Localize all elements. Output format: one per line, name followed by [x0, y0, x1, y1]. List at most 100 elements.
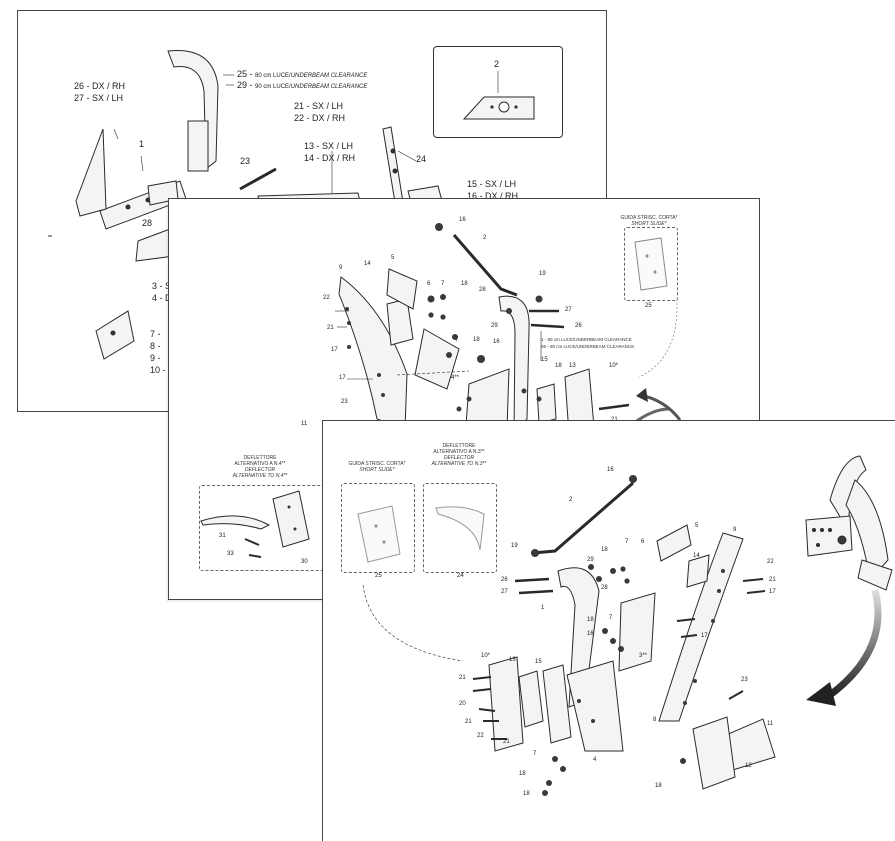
callout-31: 31 — [219, 533, 226, 539]
callout-22b: 22 — [477, 733, 484, 739]
callout-18: 18 — [601, 547, 608, 553]
callout-10: 10 - — [150, 365, 166, 375]
short-slide-number: 25 — [375, 573, 382, 579]
callout-7b: 7 — [609, 615, 613, 621]
mouldboard — [338, 276, 408, 430]
callout-7: 7 — [441, 281, 445, 287]
short-slide-caption: GUIDA STRISC. CORTA*SHORT SLIDE* — [620, 215, 678, 227]
callout-13: 13 - SX / LH — [304, 141, 354, 151]
short-slide-drawing — [634, 237, 668, 291]
callout-30: 30 — [301, 559, 308, 565]
callout-15: 15 — [535, 659, 542, 665]
callout-12: 12 — [745, 763, 752, 769]
callout-1: 1 — [139, 139, 145, 149]
callout-3: 3** — [639, 653, 648, 659]
callout-11: 11 — [767, 721, 774, 727]
short-slide-part — [634, 237, 668, 291]
callout-15: 15 — [541, 357, 548, 363]
callout-17: 17 — [331, 347, 338, 353]
callout-19: 19 — [539, 271, 546, 277]
short-slide-caption: GUIDA STRISC. CORTA*SHORT SLIDE* — [348, 461, 406, 473]
callout-29: 29 - 90 cm LUCE/UNDERBEAM CLEARANCE — [237, 80, 368, 90]
callout-7b: 7 — [455, 337, 459, 343]
adjust-rod — [239, 167, 277, 191]
callout-17: 17 — [769, 589, 776, 595]
callout-16: 16 - DX / RH — [467, 191, 519, 201]
left-share — [75, 128, 107, 217]
callout-10: 10* — [481, 653, 491, 659]
callout-13: 13 — [569, 363, 576, 369]
callout-23: 23 — [741, 677, 748, 683]
plate-13 — [536, 383, 557, 424]
callout-25: 25 - 80 cm LUCE/UNDERBEAM CLEARANCE — [237, 69, 368, 79]
callout-15: 15 - SX / LH — [467, 179, 517, 189]
callout-17b: 17 — [701, 633, 708, 639]
callout-14: 14 - DX / RH — [304, 153, 356, 163]
callout-21d: 21 — [503, 739, 510, 745]
callout-21: 21 — [327, 325, 334, 331]
callout-18d: 18 — [523, 791, 530, 797]
exploded-view-sheet-3: GUIDA STRISC. CORTA*SHORT SLIDE* 25 DEFL… — [322, 420, 895, 841]
callout-3: 3 - S — [152, 281, 172, 291]
plate-30 — [272, 490, 310, 548]
callout-9: 9 — [733, 527, 737, 533]
plate-4 — [414, 328, 460, 390]
callout-9: 9 — [339, 265, 343, 271]
callout-18b: 18 — [473, 337, 480, 343]
callout-7: 7 — [625, 539, 629, 545]
short-slide-inset — [341, 483, 415, 573]
callout-21c: 21 — [465, 719, 472, 725]
plate-15 — [542, 664, 572, 744]
callout-11: 11 — [301, 421, 308, 427]
inset-callout-2: 2 — [494, 59, 500, 69]
short-slide-part — [357, 505, 401, 563]
callout-4: 4 - D — [152, 293, 172, 303]
clearance-note-2: 35 - 90 cm LUCE/UNDERBEAM CLEARANCE — [541, 344, 635, 349]
callout-9: 9 - — [150, 353, 161, 363]
callout-7: 7 - — [150, 329, 161, 339]
inset-2-drawing — [462, 71, 535, 120]
callout-2: 2 — [569, 497, 573, 503]
deflector-inset — [199, 485, 329, 571]
small-plate — [95, 310, 135, 360]
callout-16b: 16 — [587, 631, 594, 637]
part-5 — [386, 268, 418, 310]
callout-20: 20 — [459, 701, 466, 707]
callout-29: 29 — [491, 323, 498, 329]
callout-16b: 16 — [493, 339, 500, 345]
share-4 — [566, 660, 624, 752]
callout-27: 27 — [501, 589, 508, 595]
callout-28: 28 — [142, 218, 153, 228]
plate-3 — [618, 592, 656, 672]
callout-22: 22 - DX / RH — [294, 113, 346, 123]
bolt-27 — [518, 589, 554, 595]
callout-23: 23 — [341, 399, 348, 405]
bolt-26 — [530, 323, 565, 329]
callout-18c: 18 — [555, 363, 562, 369]
rod-2 — [452, 234, 518, 297]
callout-1: 1 — [541, 605, 545, 611]
bolt-21 — [598, 403, 630, 411]
callout-21b: 21 — [459, 675, 466, 681]
callout-17b: 17 — [339, 375, 346, 381]
callout-18: 18 — [461, 281, 468, 287]
callout-14: 14 — [364, 261, 371, 267]
callout-5: 5 — [695, 523, 699, 529]
callout-16: 16 — [459, 217, 466, 223]
deflector-caption: DEFLETTORE ALTERNATIVO A N.4**DEFLECTOR … — [232, 455, 288, 479]
callout-29: 29 — [587, 557, 594, 563]
callout-33: 33 — [227, 551, 234, 557]
callout-18c: 18 — [519, 771, 526, 777]
deflector-inset — [423, 483, 497, 573]
callout-21: 21 — [769, 577, 776, 583]
bolt-26 — [514, 577, 550, 583]
callout-8: 8 - — [150, 341, 161, 351]
deflector-number: 24 — [457, 573, 464, 579]
callout-26: 26 - DX / RH — [74, 81, 126, 91]
deflector-drawing — [435, 506, 485, 551]
mouldboard-9 — [658, 532, 744, 722]
callout-2: 2 — [483, 235, 487, 241]
shank-plate — [187, 120, 209, 172]
callout-27: 27 - SX / LH — [74, 93, 124, 103]
short-slide-drawing — [357, 505, 401, 563]
